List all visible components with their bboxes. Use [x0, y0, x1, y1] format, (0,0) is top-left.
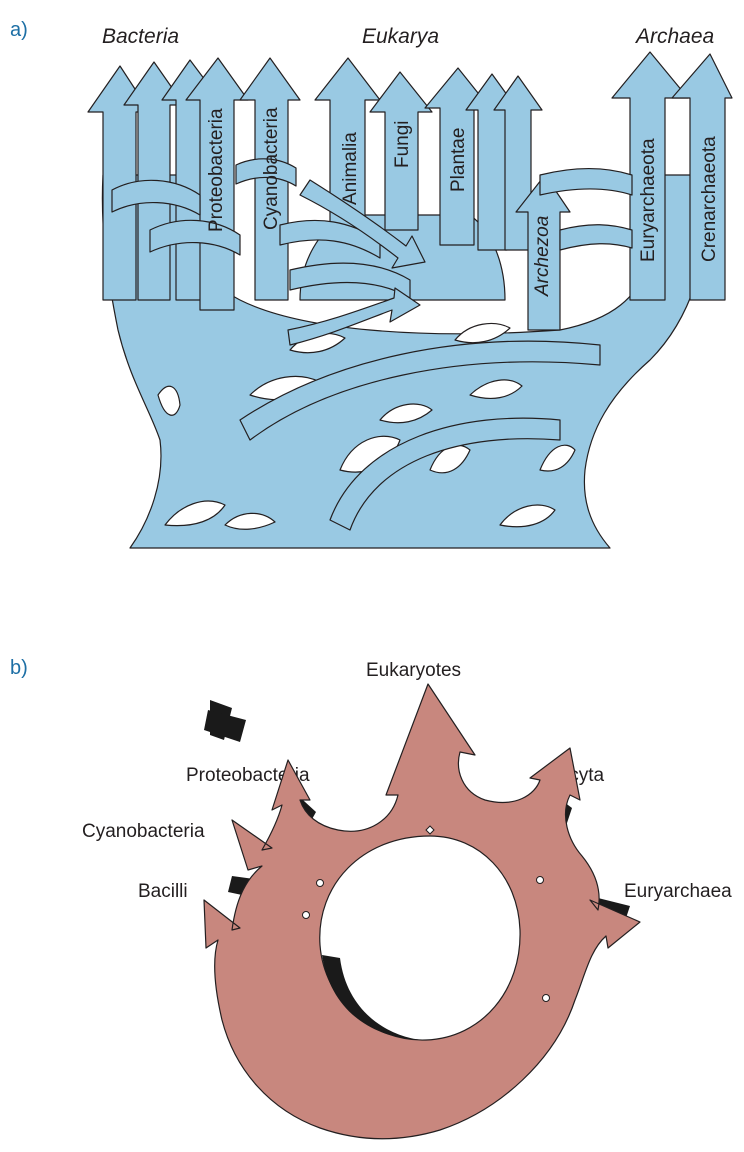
domain-label-bacteria: Bacteria	[102, 25, 179, 48]
label-plantae: Plantae	[448, 128, 469, 192]
label-crenarchaeota: Crenarchaeota	[699, 136, 720, 262]
label-cyanobacteria: Cyanobacteria	[261, 107, 282, 230]
ring-of-life	[204, 684, 640, 1139]
panel-a: a) Bacteria Eukarya Archaea	[10, 19, 732, 548]
label-fungi: Fungi	[392, 120, 413, 168]
domain-label-eukarya: Eukarya	[362, 25, 439, 48]
transfer-band	[560, 225, 632, 250]
panel-b-letter: b)	[10, 657, 28, 679]
circle-marker	[543, 995, 550, 1002]
label-animalia: Animalia	[340, 132, 361, 205]
panel-a-letter: a)	[10, 19, 28, 41]
label-cyanobacteria-b: Cyanobacteria	[82, 821, 205, 842]
label-bacilli: Bacilli	[138, 881, 188, 902]
circle-marker	[317, 880, 324, 887]
transfer-band	[540, 169, 632, 195]
circle-marker	[537, 877, 544, 884]
domain-label-archaea: Archaea	[634, 25, 714, 48]
circle-marker	[303, 912, 310, 919]
label-euryarchaeota: Euryarchaeota	[638, 138, 659, 262]
panel-b: b) Eukaryotes Proteobacteria Eocyta Cyan…	[10, 657, 732, 1139]
label-proteobacteria: Proteobacteria	[206, 108, 227, 232]
label-euryarchaea: Euryarchaea	[624, 881, 732, 902]
label-archezoa: Archezoa	[532, 216, 553, 297]
label-eukaryotes: Eukaryotes	[366, 660, 461, 681]
